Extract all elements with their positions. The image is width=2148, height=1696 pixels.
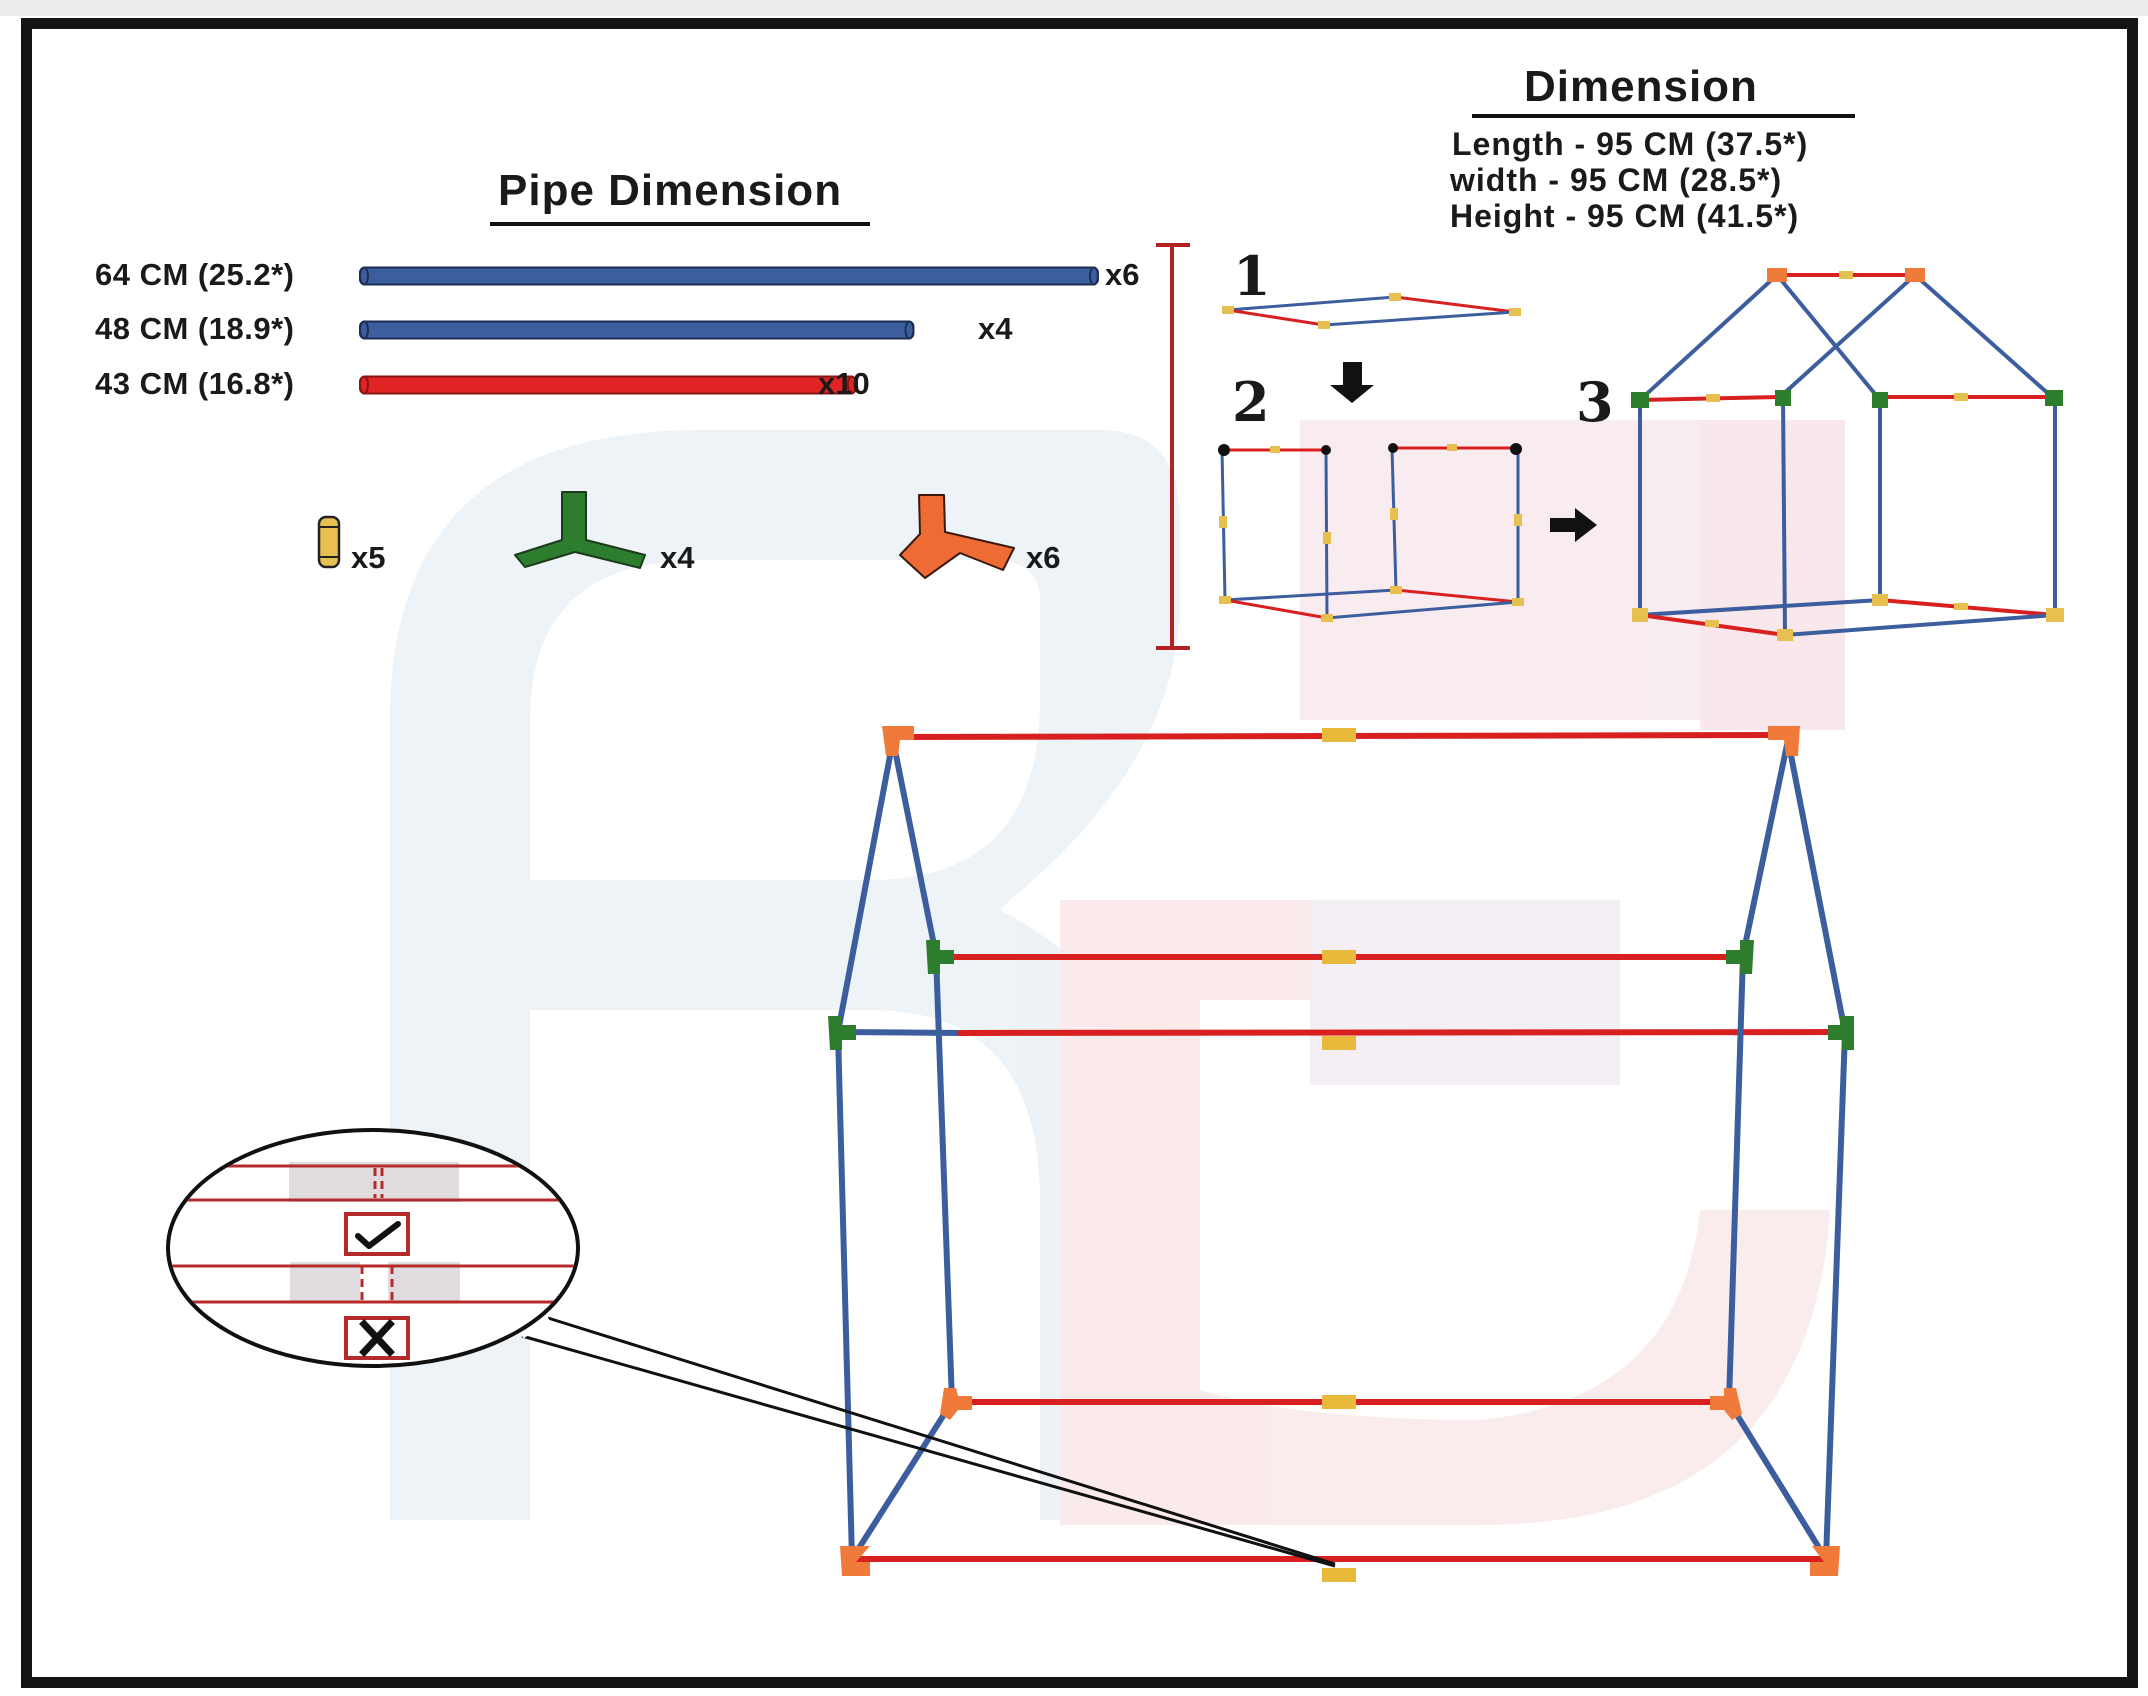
- main-frame-joints: [828, 726, 1854, 1582]
- step-number-3: 3: [1576, 370, 1614, 434]
- yellow-joint: [1322, 950, 1356, 964]
- green-connector-count: x4: [660, 540, 695, 575]
- right-arrow-icon: [1550, 508, 1597, 542]
- orange-joint: [840, 1546, 870, 1576]
- watermark: [390, 420, 1845, 1525]
- pipe-end-cap: [359, 375, 369, 395]
- pipe-dimension-title: Pipe Dimension: [498, 166, 843, 215]
- green-joint: [1828, 1016, 1854, 1050]
- green-joint: [828, 1016, 856, 1050]
- yellow-joint: [1322, 1568, 1356, 1582]
- orange-connector-count: x6: [1026, 540, 1061, 575]
- pipe-end-cap: [1088, 266, 1099, 286]
- callout-pointer: [521, 1316, 1336, 1568]
- orange-joint: [1768, 726, 1800, 756]
- pipe-label-43: 43 CM (16.8*): [95, 366, 295, 401]
- height-bracket: [1156, 243, 1190, 650]
- pipe-count-64: x6: [1105, 257, 1140, 292]
- pipe-end-cap: [359, 266, 369, 286]
- top-strip: [0, 0, 2148, 16]
- down-arrow-icon: [1330, 362, 1374, 403]
- orange-joint: [940, 1388, 972, 1420]
- step-2-diagram: [1218, 443, 1524, 622]
- orange-joint: [882, 726, 914, 756]
- dimension-title: Dimension: [1524, 62, 1758, 111]
- yellow-joint: [1322, 728, 1356, 742]
- step-3-diagram: [1631, 268, 2064, 641]
- dimension-length: Length - 95 CM (37.5*): [1452, 126, 1809, 162]
- straight-connector-icon: [317, 515, 341, 569]
- yellow-joint: [1322, 1395, 1356, 1409]
- step-1-diagram: [1222, 293, 1521, 329]
- green-three-way-connector-icon: [514, 491, 646, 569]
- watermark-letter-right: [1060, 900, 1830, 1525]
- straight-connector-count: x5: [351, 540, 386, 575]
- connector-detail-callout: [166, 1128, 580, 1368]
- pipes-group: [359, 266, 1099, 395]
- green-joint: [1726, 940, 1754, 974]
- pipe-end-cap: [904, 320, 915, 340]
- step-number-1: 1: [1233, 244, 1271, 308]
- pipe-count-43: x10: [818, 366, 870, 401]
- pipe-label-64: 64 CM (25.2*): [95, 257, 295, 292]
- check-icon: [344, 1212, 410, 1256]
- step-number-2: 2: [1232, 370, 1270, 434]
- orange-joint: [1710, 1388, 1742, 1420]
- pipe-bar-64: [359, 266, 1099, 286]
- pipe-end-cap: [359, 320, 369, 340]
- watermark-block-right: [1700, 420, 1845, 730]
- x-icon: [344, 1316, 410, 1360]
- pipe-bar-43: [359, 375, 857, 395]
- yellow-joint: [1322, 1036, 1356, 1050]
- dimension-width: width - 95 CM (28.5*): [1450, 162, 1783, 198]
- watermark-block-mid: [1310, 900, 1620, 1085]
- green-joint: [926, 940, 954, 974]
- dimension-height: Height - 95 CM (41.5*): [1450, 198, 1800, 234]
- watermark-letter-left: [390, 430, 1180, 1520]
- pipe-count-48: x4: [978, 311, 1013, 346]
- pipe-end-cap: [846, 375, 857, 395]
- orange-three-way-connector-icon: [899, 494, 1015, 579]
- orange-joint: [1810, 1546, 1840, 1576]
- pipe-label-48: 48 CM (18.9*): [95, 311, 295, 346]
- pipe-bar-48: [359, 320, 915, 340]
